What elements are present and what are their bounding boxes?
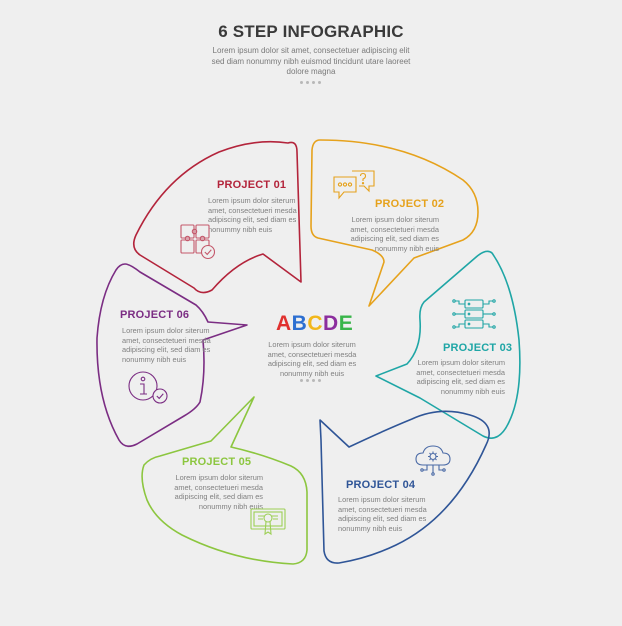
center-brand: ABCDE <box>276 312 353 336</box>
puzzle-check-icon <box>180 224 216 260</box>
page-title: 6 STEP INFOGRAPHIC <box>218 22 404 41</box>
step-06-title: PROJECT 06 <box>120 309 190 321</box>
step-04-shape <box>319 410 490 564</box>
step-05-title: PROJECT 05 <box>182 456 252 468</box>
brand-letter-e: E <box>338 312 354 335</box>
step-05-text: Lorem ipsum dolor siterum amet, consecte… <box>174 473 263 511</box>
step-03-title: PROJECT 03 <box>443 342 513 354</box>
step-02-title: PROJECT 02 <box>375 198 445 210</box>
brand-letter-c: C <box>307 312 324 335</box>
cloud-gear-icon <box>415 445 451 476</box>
step-01-text: Lorem ipsum dolor siterum amet, consecte… <box>208 196 297 234</box>
brand-letter-d: D <box>323 312 339 335</box>
step-01-title: PROJECT 01 <box>217 179 287 191</box>
step-04-text: Lorem ipsum dolor siterum amet, consecte… <box>338 495 427 533</box>
step-06-text: Lorem ipsum dolor siterum amet, consecte… <box>122 326 211 364</box>
page-subtitle: Lorem ipsum dolor sit amet, consectetuer… <box>211 46 411 76</box>
step-02-shape <box>310 139 479 307</box>
chat-question-icon <box>333 170 375 200</box>
brand-letter-a: A <box>276 312 292 335</box>
step-03-text: Lorem ipsum dolor siterum amet, consecte… <box>416 358 505 396</box>
certificate-icon <box>250 508 286 536</box>
step-06-shape <box>96 263 248 448</box>
step-03-shape <box>375 250 521 439</box>
brand-letter-b: B <box>291 312 308 335</box>
step-02-text: Lorem ipsum dolor siterum amet, consecte… <box>350 215 439 253</box>
step-01-shape <box>132 140 302 294</box>
server-network-icon <box>452 299 496 329</box>
info-check-icon <box>128 371 168 404</box>
step-04-title: PROJECT 04 <box>346 479 416 491</box>
center-dots <box>300 379 321 382</box>
center-text: Lorem ipsum dolor siterum amet, consecte… <box>267 340 357 378</box>
step-05-shape <box>141 396 308 565</box>
header-dots <box>300 81 321 84</box>
